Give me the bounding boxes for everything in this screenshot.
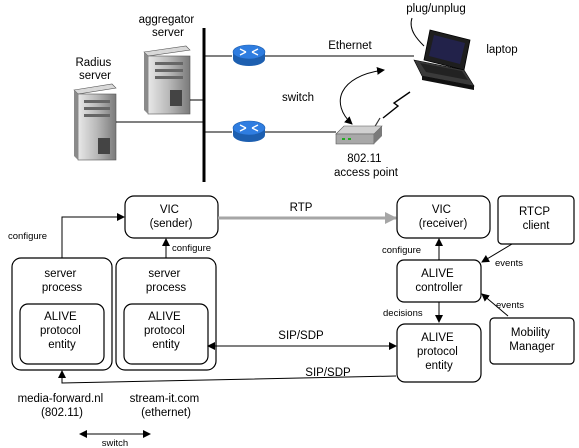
rtcp-client-label: RTCP client (519, 206, 553, 232)
events-label: events (496, 300, 524, 311)
alive-protocol-entity-box (123, 303, 209, 365)
vic-receiver-box (396, 195, 491, 239)
sip-sdp-label: SIP/SDP (278, 330, 324, 342)
vic-sender-label: VIC (sender) (150, 204, 193, 230)
vic-receiver-label: VIC (receiver) (419, 204, 468, 230)
configure-label: configure (382, 245, 421, 256)
vic-sender-box (124, 195, 219, 239)
events-label: events (495, 258, 523, 269)
host-media-forward-label: media-forward.nl (802.11) (18, 393, 107, 419)
mobility-manager-box (489, 317, 575, 365)
aggregator-label: aggregator server (139, 14, 198, 39)
access-point-icon (335, 117, 383, 145)
host-stream-it-label: stream-it.com (ethernet) (130, 393, 203, 419)
decisions-label: decisions (383, 308, 423, 319)
server-process-label: server process (42, 268, 83, 294)
architecture-diagram: VIC (sender) RTP VIC (receiver) RTCP cli… (8, 195, 575, 448)
alive-protocol-entity-box (396, 323, 482, 383)
sip-sdp-arrow (58, 370, 397, 384)
router-icon (232, 44, 266, 66)
switch-label: switch (282, 92, 314, 104)
plug-unplug-label: plug/unplug (406, 3, 465, 15)
network-topology: aggregator server Radius server Et (73, 3, 518, 182)
alive-controller-label: ALIVE controller (415, 268, 462, 294)
configure-label: configure (172, 243, 211, 254)
radius-server-icon (73, 83, 117, 161)
rtcp-client-box (497, 195, 575, 245)
alive-controller-box (396, 259, 482, 303)
access-point-label: 802.11 access point (334, 153, 399, 179)
wireless-link-icon (382, 91, 411, 119)
alive-protocol-entity-box (19, 303, 105, 365)
switch-label: switch (102, 438, 128, 448)
ethernet-label: Ethernet (328, 40, 372, 52)
radius-label: Radius server (75, 57, 114, 82)
router-icon (232, 120, 266, 142)
rtp-label: RTP (290, 202, 313, 214)
alive-protocol-entity-label: ALIVE protocol entity (40, 311, 84, 351)
aggregator-server-icon (143, 45, 191, 115)
events-arrow (481, 243, 513, 263)
alive-protocol-entity-label: ALIVE protocol entity (417, 332, 461, 372)
laptop-label: laptop (486, 44, 517, 56)
mobility-manager-label: Mobility Manager (509, 327, 555, 353)
server-process-label: server process (146, 268, 187, 294)
configure-arrow (61, 213, 125, 258)
alive-protocol-entity-label: ALIVE protocol entity (144, 311, 188, 351)
configure-label: configure (8, 231, 47, 242)
events-arrow (481, 293, 509, 317)
sip-sdp-label: SIP/SDP (305, 367, 351, 379)
laptop-icon (413, 29, 475, 90)
